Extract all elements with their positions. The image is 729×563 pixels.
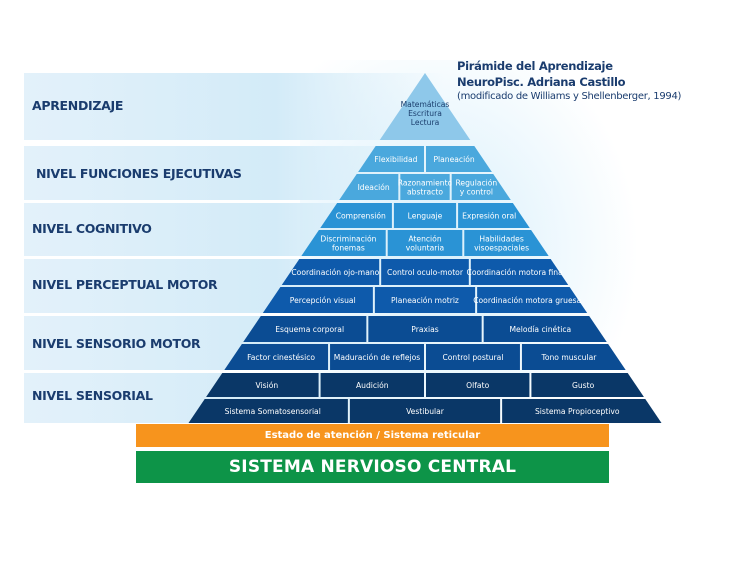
level-label-funciones-ejecutivas: NIVEL FUNCIONES EJECUTIVAS	[36, 166, 242, 181]
pyramid-cell-label: Planeación	[433, 155, 474, 164]
pyramid-cell-label: Factor cinestésico	[247, 353, 315, 362]
pyramid-cell-label: Coordinación motora gruesa	[473, 296, 581, 305]
pyramid-cell	[320, 373, 424, 397]
level-label-sensorio-motor: NIVEL SENSORIO MOTOR	[32, 336, 201, 351]
pyramid-cell-label: Tono muscular	[540, 353, 597, 362]
pyramid-cell	[358, 146, 424, 172]
pyramid-cell	[330, 344, 424, 370]
pyramid-cell-label: Flexibilidad	[374, 155, 417, 164]
pyramid-cell	[400, 174, 450, 200]
pyramid-cell-label: Praxias	[411, 325, 438, 334]
pyramid-cell	[281, 259, 380, 285]
pyramid-cell-label: Melodía cinética	[509, 325, 571, 334]
pyramid-cell-label: Sistema Propioceptivo	[535, 407, 620, 416]
pyramid-cell	[483, 316, 607, 342]
pyramid-cell-label: Olfato	[466, 381, 489, 390]
level-label-cognitivo: NIVEL COGNITIVO	[32, 221, 152, 236]
pyramid-cell-label: Control oculo-motor	[387, 268, 464, 277]
pyramid-cell	[301, 230, 386, 256]
pyramid-cell-label: Esquema corporal	[275, 325, 344, 334]
pyramid-cell	[379, 73, 471, 140]
pyramid-cell	[374, 287, 476, 313]
diagram-source: (modificado de Williams y Shellenberger,…	[457, 91, 682, 102]
pyramid-cell	[464, 230, 549, 256]
attention-bar: Estado de atención / Sistema reticular	[136, 424, 609, 447]
pyramid-cell-label: Percepción visual	[290, 296, 356, 305]
pyramid-cell-label: Planeación motriz	[391, 296, 459, 305]
pyramid-cell-label: Expresión oral	[462, 211, 516, 220]
pyramid-cell-label: Maduración de reflejos	[334, 353, 421, 362]
pyramid-cell	[224, 344, 329, 370]
pyramid-cell-label: Coordinación ojo-mano	[291, 268, 379, 277]
pyramid-cell	[521, 344, 626, 370]
pyramid-cell-label: Vestibular	[406, 407, 445, 416]
pyramid-cell	[320, 203, 392, 228]
pyramid-cell	[502, 399, 662, 423]
pyramid-cell	[470, 259, 569, 285]
pyramid-cell	[393, 203, 457, 228]
level-label-sensorial: NIVEL SENSORIAL	[32, 388, 153, 403]
pyramid-cell	[477, 287, 588, 313]
pyramid-cell	[531, 373, 644, 397]
pyramid-cell	[368, 316, 482, 342]
pyramid-cell-label: Coordinación motora fina	[467, 268, 563, 277]
pyramid-cell	[339, 174, 399, 200]
pyramid-cell	[381, 259, 469, 285]
pyramid-cell-label: Gusto	[572, 381, 595, 390]
pyramid-cell	[451, 174, 511, 200]
pyramid-cell-label: Lenguaje	[408, 211, 443, 220]
pyramid-cell	[426, 373, 530, 397]
pyramid-cell	[262, 287, 373, 313]
pyramid-cell	[426, 146, 492, 172]
pyramid-cell-label: Comprensión	[336, 211, 386, 220]
pyramid-cell-label: Ideación	[358, 183, 390, 192]
pyramid-cell	[458, 203, 530, 228]
diagram-author: NeuroPisc. Adriana Castillo	[457, 75, 626, 89]
pyramid-cell-label: Sistema Somatosensorial	[225, 407, 321, 416]
pyramid-cell	[387, 230, 463, 256]
pyramid-cell	[243, 316, 367, 342]
level-label-aprendizaje: APRENDIZAJE	[32, 98, 124, 113]
diagram-title: Pirámide del Aprendizaje	[457, 59, 613, 73]
pyramid-cell-label: Audición	[356, 381, 389, 390]
pyramid-cell-label: Visión	[256, 381, 279, 390]
pyramid-cell	[349, 399, 501, 423]
pyramid-cell	[426, 344, 520, 370]
band-aprendizaje	[24, 73, 444, 140]
pyramid-cell	[188, 399, 348, 423]
pyramid-cell	[206, 373, 319, 397]
level-label-perceptual-motor: NIVEL PERCEPTUAL MOTOR	[32, 277, 218, 292]
cns-bar: SISTEMA NERVIOSO CENTRAL	[136, 451, 609, 483]
pyramid-cell-label: Control postural	[442, 353, 503, 362]
